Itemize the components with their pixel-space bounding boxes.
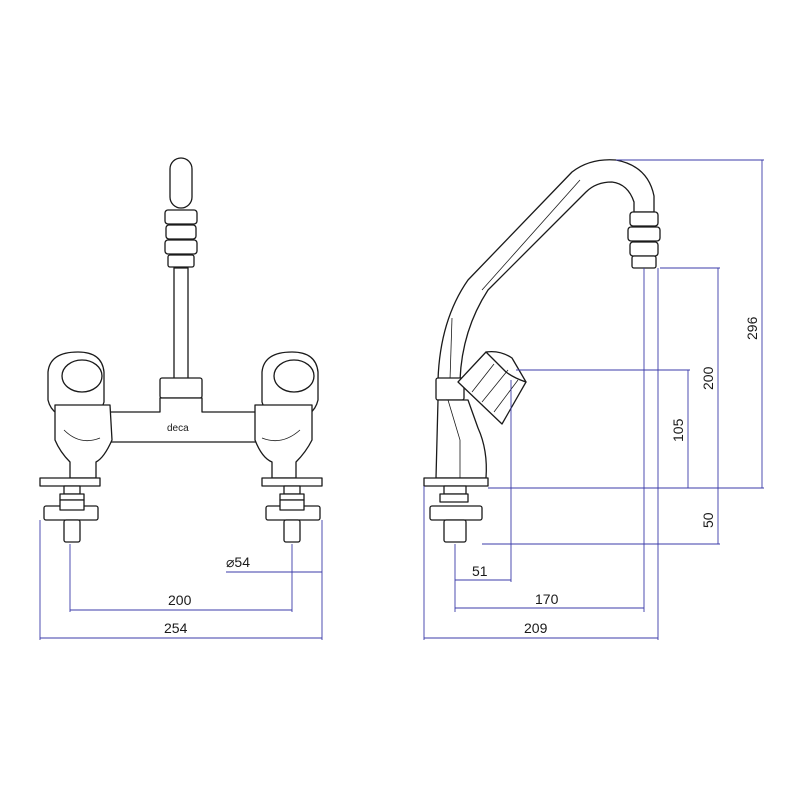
dim-height-total-label: 296 — [744, 316, 760, 340]
front-dimensions — [39, 520, 323, 640]
dim-offset-small-label: 51 — [472, 563, 488, 579]
front-left-valve — [39, 351, 113, 543]
front-spout — [159, 157, 203, 399]
dim-reach-label: 170 — [535, 591, 559, 607]
side-view: 296 200 105 50 51 170 209 — [423, 159, 764, 640]
brand-logo: deca — [167, 423, 189, 434]
dim-diameter-label: ⌀54 — [226, 554, 250, 570]
dim-center-spacing-label: 200 — [168, 592, 192, 608]
side-spout — [437, 159, 655, 381]
dim-overall-depth-label: 209 — [524, 620, 548, 636]
side-handle — [457, 350, 527, 425]
side-aerator — [627, 211, 661, 269]
dim-height-spout-label: 200 — [700, 366, 716, 390]
side-base — [423, 477, 489, 543]
front-body — [104, 397, 263, 443]
side-dimensions — [423, 159, 764, 640]
dim-below-deck-label: 50 — [700, 512, 716, 528]
front-right-valve — [254, 351, 323, 543]
dim-handle-height-label: 105 — [670, 418, 686, 442]
front-view: deca — [39, 157, 323, 640]
side-body — [435, 377, 487, 479]
dim-overall-width-label: 254 — [164, 620, 188, 636]
